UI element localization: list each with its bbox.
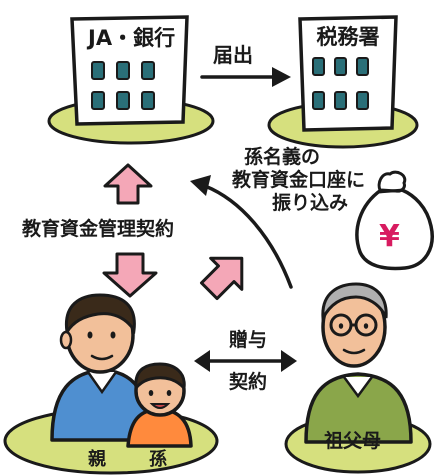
parent-label: 親	[88, 449, 106, 470]
deposit-label-line3: 振り込み	[272, 192, 349, 214]
tax-office-windows	[312, 57, 369, 110]
management-contract-label: 教育資金管理契約	[22, 218, 175, 240]
gift-contract-label-line1: 贈与	[229, 329, 268, 351]
bank-building	[47, 15, 215, 145]
deposit-label-line2: 教育資金口座に	[232, 169, 366, 191]
grandparent-hair	[321, 282, 388, 324]
grandparent-shirt	[304, 372, 413, 444]
yen-symbol: ¥	[379, 219, 400, 254]
tax-office-label: 税務署	[316, 25, 380, 49]
grandparents-label: 祖父母	[324, 430, 382, 452]
grandparents-group	[284, 282, 432, 474]
bank-label: JA・銀行	[88, 26, 176, 50]
parent-hair	[64, 293, 136, 337]
contract-arrow-up	[103, 163, 153, 205]
deposit-label-line1: 孫名義の	[244, 146, 321, 168]
deposit-arrow	[190, 175, 293, 289]
report-arrow	[200, 67, 291, 87]
grandchild-hair	[134, 362, 186, 392]
grandparent-contract-arrow	[199, 256, 244, 301]
yen-money-bag-icon	[355, 170, 434, 271]
gift-contract-label-line2: 契約	[229, 371, 268, 393]
tax-office-building	[267, 15, 419, 149]
gift-contract-arrow	[194, 350, 297, 372]
grandchild-label: 孫	[149, 449, 167, 470]
report-label: 届出	[213, 43, 253, 67]
contract-arrow-down	[102, 252, 158, 298]
bank-windows	[91, 61, 155, 110]
parent-child-group	[3, 293, 219, 475]
